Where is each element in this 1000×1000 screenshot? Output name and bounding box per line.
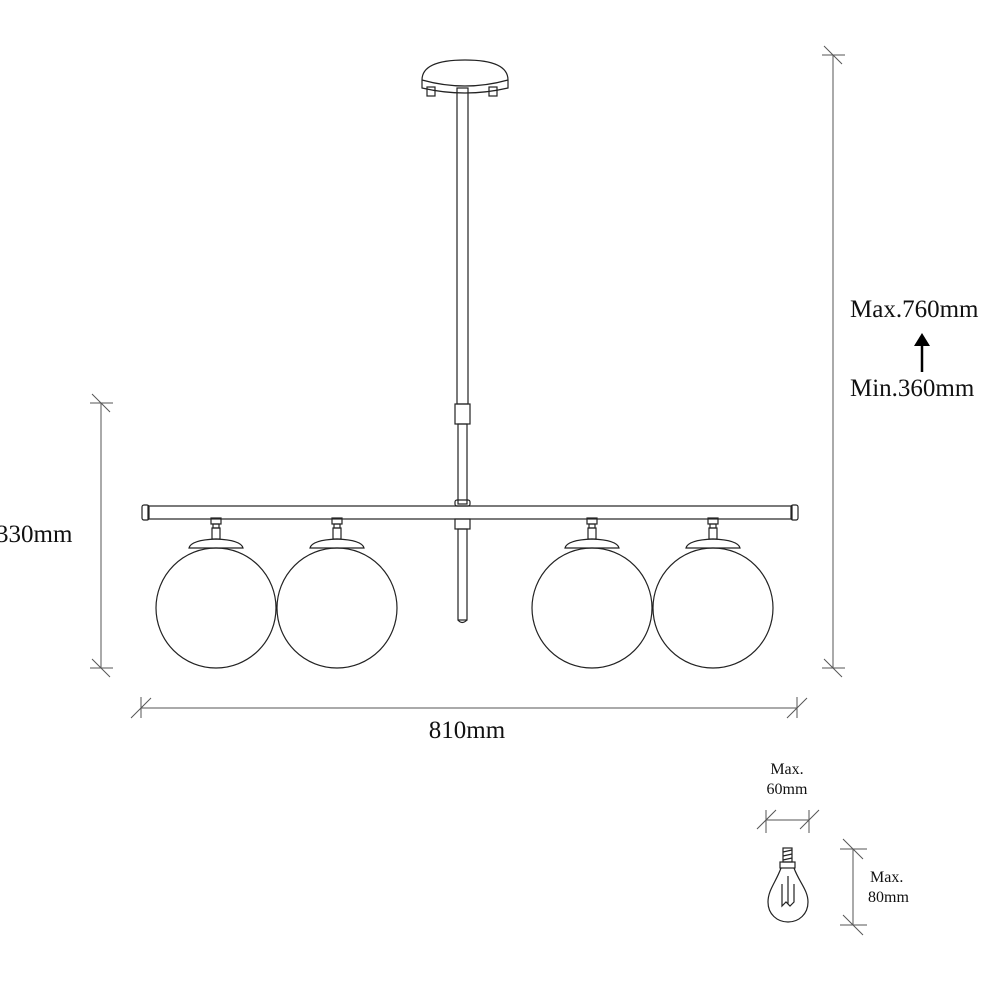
dimension-width: 810mm [130,697,808,744]
globes [155,517,774,669]
bulb-icon [767,847,809,923]
globe-shade [531,517,653,669]
bulb-width-prefix: Max. [770,761,803,778]
bulb-height-prefix: Max. [870,869,903,886]
dimension-height-total: Max.760mm Min.360mm [822,45,979,678]
arrow-up-icon [914,333,930,372]
bulb-width-label: 60mm [767,781,808,798]
bulb-height-label: 80mm [868,889,909,906]
width-label: 810mm [429,717,506,744]
horizontal-bar [141,504,799,624]
suspension-rod [454,87,471,507]
globe-shade [276,517,398,669]
bulb-detail: Max. 60mm Max. 80mm [756,761,909,936]
max-height-label: Max.760mm [850,296,979,323]
globe-shade [652,517,774,669]
dimension-globe-drop: 330mm [0,393,113,678]
min-height-label: Min.360mm [850,375,975,402]
globe-shade [155,517,277,669]
globe-drop-label: 330mm [0,521,73,548]
ceiling-canopy [421,59,509,97]
